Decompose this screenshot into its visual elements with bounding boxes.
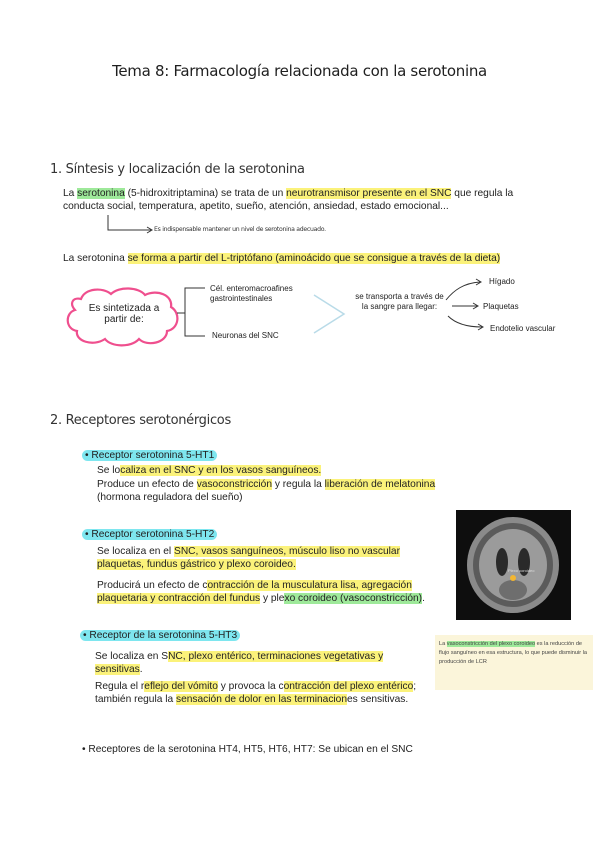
text-segment: Se lo (97, 465, 121, 476)
receptor-5ht1-effect: Produce un efecto de vasoconstricción y … (97, 478, 447, 504)
text-segment: caliza en el SNC y en los vasos sanguíne… (120, 465, 322, 476)
text-segment: vasoconstricción del plexo coroideo (446, 641, 536, 647)
text-segment: vasoconstricción (196, 479, 272, 490)
brain-mri-image: Plexo coroideo (456, 510, 571, 620)
text-segment: liberación de melatonina (324, 479, 436, 490)
side-note: La vasoconstricción del plexo coroideo e… (435, 635, 593, 690)
text-segment: es sensitivas. (347, 694, 409, 705)
text-segment: (5-hidroxitriptamina) se trata de un (124, 188, 287, 199)
text-segment: xo coroideo (vasoconstricción) (284, 593, 423, 604)
note-arrow (107, 215, 153, 234)
cloud-shape (66, 287, 179, 347)
other-receptors: • Receptores de la serotonina HT4, HT5, … (82, 744, 413, 755)
text-segment: sensación de dolor en las terminacion (175, 694, 348, 705)
text-segment: y regula la (272, 479, 325, 490)
destination-arrows (445, 278, 484, 331)
text-segment: La serotonina (63, 253, 128, 264)
text-segment: La (439, 641, 447, 647)
text-segment: Producirá un efecto de c (97, 580, 208, 591)
section1-intro: La serotonina (5-hidroxitriptamina) se t… (63, 187, 533, 213)
text-segment: ; también regula la (95, 681, 417, 705)
destination-endothelium: Endotelio vascular (490, 324, 556, 333)
text-segment: y ple (260, 593, 285, 604)
text-segment: La (63, 188, 78, 199)
text-segment: que regula la conducta social, temperatu… (63, 188, 514, 212)
text-segment: serotonina (77, 188, 125, 199)
text-segment: (hormona reguladora del sueño) (97, 492, 243, 503)
text-segment: eflejo del vómito (144, 681, 218, 692)
text-segment: Se localiza en S (95, 651, 169, 662)
source-bracket (177, 287, 205, 337)
section1-heading: 1. Síntesis y localización de la seroton… (50, 162, 305, 177)
receptor-5ht2-title: • Receptor serotonina 5-HT2 (82, 528, 218, 541)
receptor-5ht2-location: Se localiza en el SNC, vasos sanguíneos,… (97, 545, 417, 571)
text-segment: . (139, 664, 143, 675)
receptor-5ht1-title: • Receptor serotonina 5-HT1 (82, 449, 218, 462)
text-segment: y provoca la c (217, 681, 284, 692)
receptor-5ht3-effect: Regula el reflejo del vómito y provoca l… (95, 680, 430, 706)
section2-heading: 2. Receptores serotonérgicos (50, 413, 231, 428)
brain-mri-drawing (467, 517, 559, 613)
text-segment: ontracción del plexo entérico (283, 681, 414, 692)
page-title: Tema 8: Farmacología relacionada con la … (112, 62, 487, 80)
receptor-5ht3-location: Se localiza en SNC, plexo entérico, term… (95, 650, 420, 676)
receptor-5ht3-title: • Receptor de la serotonina 5-HT3 (80, 629, 241, 642)
mri-label: Plexo coroideo (508, 568, 535, 573)
receptor-5ht2-effect: Producirá un efecto de contracción de la… (97, 579, 452, 605)
text-segment: neurotransmisor presente en el SNC (286, 188, 452, 199)
text-segment: es la reducción de flujo sanguíneo en es… (439, 641, 588, 665)
section1-note: Es indispensable mantener un nivel de se… (154, 226, 326, 233)
cloud-text: Es sintetizada a partir de: (88, 303, 160, 325)
transport-text: se transporta a través de la sangre para… (355, 292, 444, 311)
text-segment: . (422, 593, 425, 604)
destination-platelets: Plaquetas (483, 302, 519, 311)
text-segment: Regula el r (95, 681, 145, 692)
destination-liver: Hígado (489, 277, 515, 286)
source-neurons: Neuronas del SNC (212, 331, 279, 340)
text-segment: Produce un efecto de (97, 479, 197, 490)
section1-synthesis: La serotonina se forma a partir del L-tr… (63, 252, 563, 265)
receptor-5ht1-location: Se localiza en el SNC y en los vasos san… (97, 464, 447, 477)
source-cells: Cél. enteromacroafines gastrointestinale… (210, 284, 293, 303)
chevron-arrow (313, 294, 346, 334)
text-segment: se forma a partir del L-triptófano (amin… (127, 253, 501, 264)
text-segment: Se localiza en el (97, 546, 175, 557)
